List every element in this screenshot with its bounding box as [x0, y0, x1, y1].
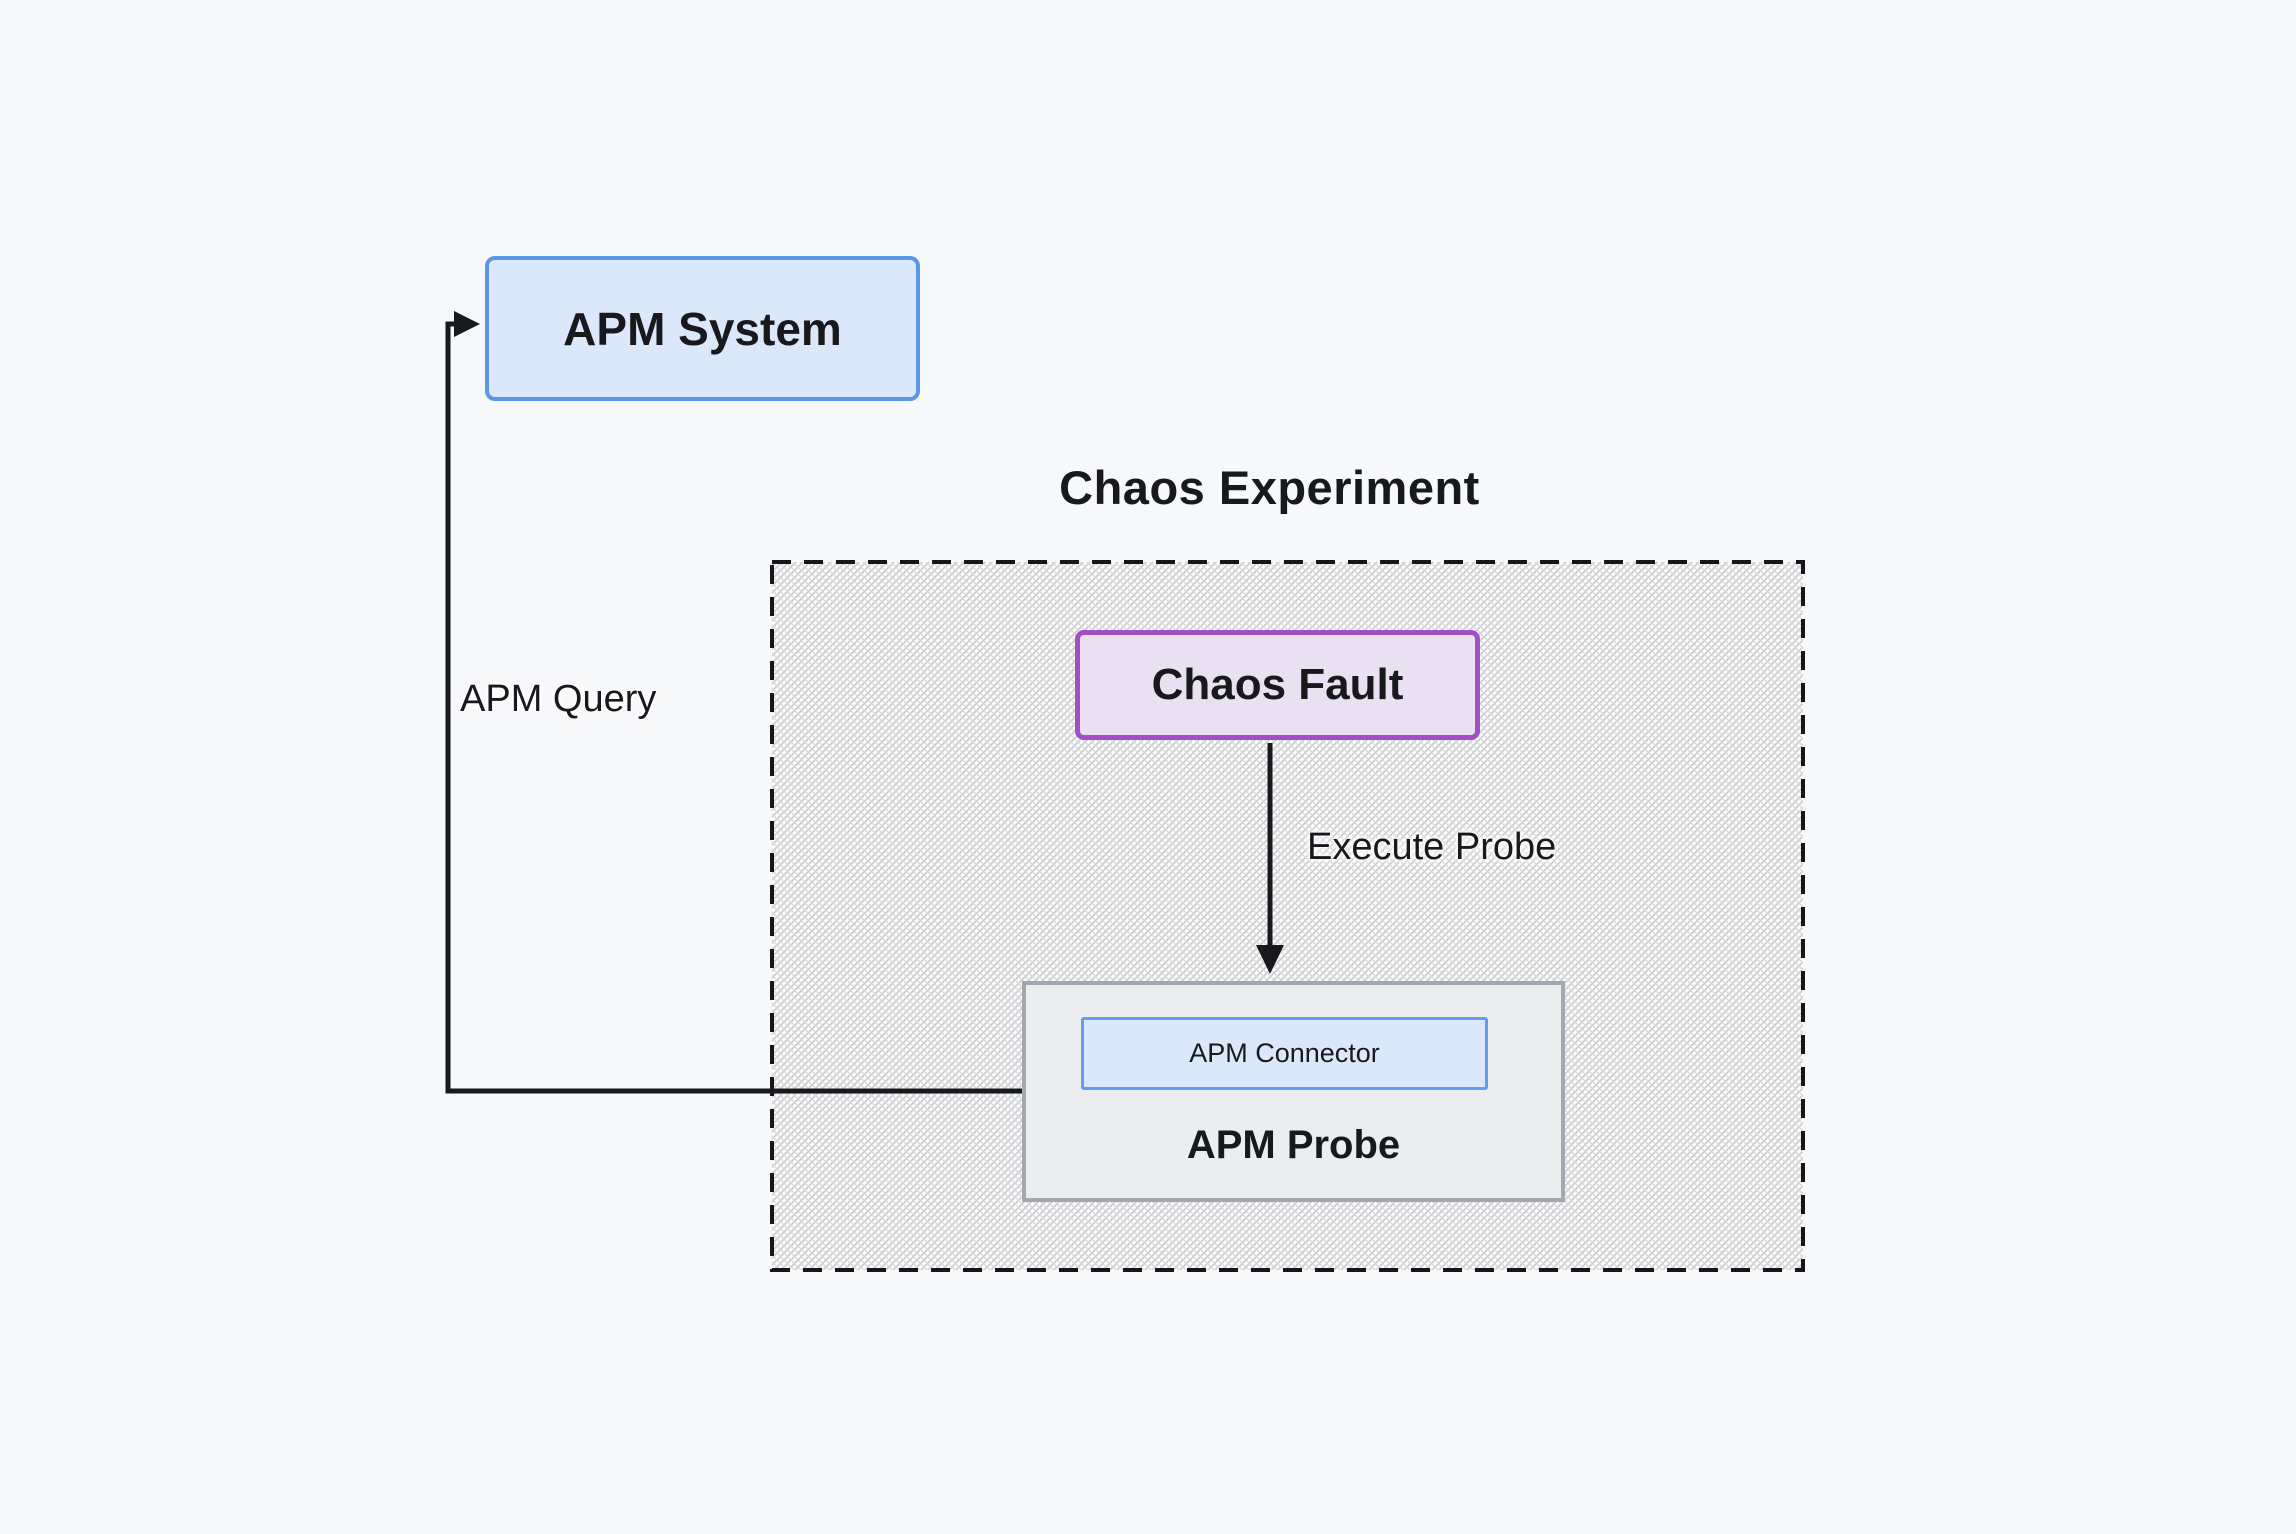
apm-query-arrowhead-icon — [454, 311, 480, 337]
apm-system-node: APM System — [485, 256, 920, 401]
apm-probe-node: APM Connector APM Probe — [1022, 981, 1565, 1202]
apm-system-label: APM System — [563, 302, 842, 355]
chaos-fault-label: Chaos Fault — [1151, 660, 1404, 709]
apm-probe-label: APM Probe — [1186, 1123, 1401, 1167]
chaos-experiment-title: Chaos Experiment — [1059, 461, 1480, 514]
apm-query-connector-line — [445, 321, 1022, 1094]
apm-connector-label: APM Connector — [1189, 1038, 1380, 1068]
apm-query-edge-label: APM Query — [460, 678, 657, 720]
apm-connector-node: APM Connector — [1081, 1017, 1488, 1090]
chaos-fault-node: Chaos Fault — [1075, 630, 1480, 740]
execute-probe-edge-label: Execute Probe — [1307, 826, 1557, 868]
execute-probe-arrowhead-icon — [1256, 945, 1284, 974]
